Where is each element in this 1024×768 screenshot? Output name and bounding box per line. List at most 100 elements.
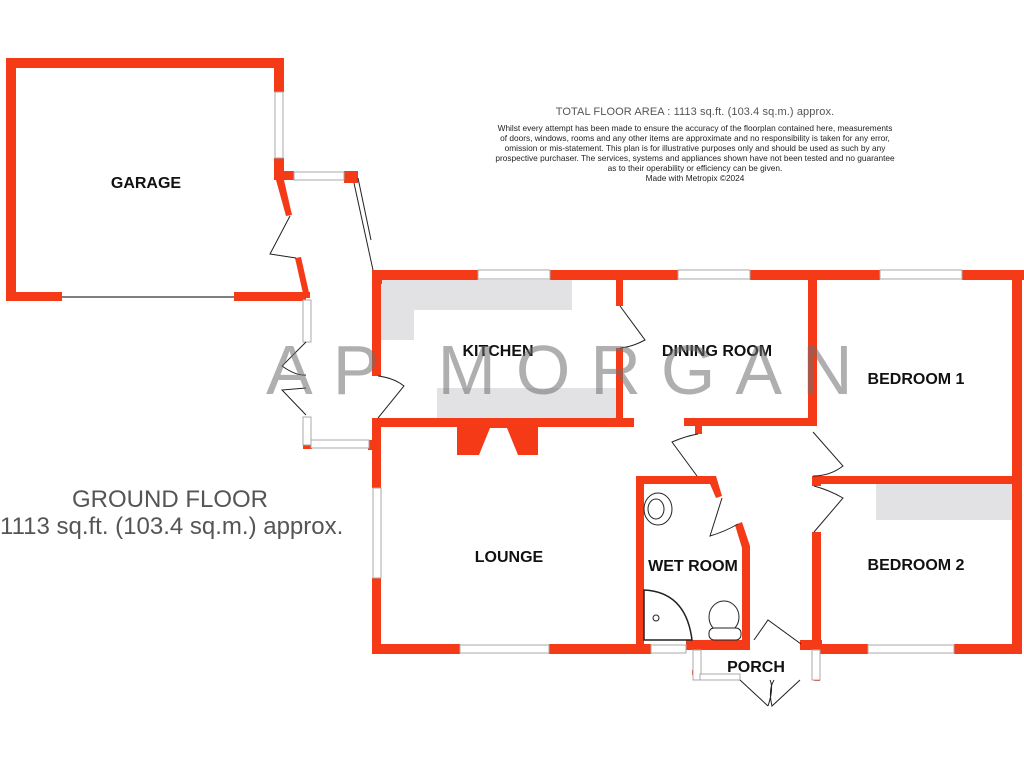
wall xyxy=(616,348,623,422)
wall xyxy=(274,171,294,180)
wall xyxy=(636,476,722,498)
wall xyxy=(962,270,1024,280)
door[interactable] xyxy=(812,431,844,477)
sanitary-fixtures xyxy=(643,492,742,641)
made-with-credit: Made with Metropix ©2024 xyxy=(645,173,745,183)
wall xyxy=(6,58,16,300)
window xyxy=(302,299,312,343)
door[interactable] xyxy=(709,497,739,537)
toilet-cistern-icon xyxy=(708,627,742,641)
floor-name: GROUND FLOOR xyxy=(71,486,268,513)
room-label-bedroom-2: BEDROOM 2 xyxy=(868,557,965,574)
wall xyxy=(372,270,381,376)
wall xyxy=(750,270,880,280)
door[interactable] xyxy=(813,485,844,533)
wall xyxy=(234,292,306,301)
room-label-wet-room: WET ROOM xyxy=(648,558,738,575)
bedroom2-wardrobe xyxy=(876,483,1012,520)
window xyxy=(477,269,551,280)
disclaimer-line: prospective purchaser. The services, sys… xyxy=(495,153,895,163)
window xyxy=(879,269,963,280)
room-labels: GARAGE KITCHEN DINING ROOM BEDROOM 1 LOU… xyxy=(111,175,965,676)
disclaimer-line: omission or mis-statement. This plan is … xyxy=(504,143,886,153)
window xyxy=(302,416,312,446)
wall xyxy=(812,644,868,654)
wall xyxy=(372,418,381,440)
wall xyxy=(686,640,750,650)
room-label-bedroom-1: BEDROOM 1 xyxy=(868,371,965,388)
wall xyxy=(549,644,651,654)
disclaimer-line: Whilst every attempt has been made to en… xyxy=(497,123,893,133)
window xyxy=(459,644,550,654)
wall xyxy=(372,644,460,654)
door[interactable] xyxy=(353,182,374,271)
disclaimer-text: Whilst every attempt has been made to en… xyxy=(470,123,920,183)
wall xyxy=(372,270,478,280)
shower-drain xyxy=(652,614,660,622)
wall xyxy=(636,476,644,654)
window xyxy=(699,673,741,681)
wall xyxy=(684,418,817,426)
wall xyxy=(295,257,310,298)
wall xyxy=(550,270,678,280)
windows xyxy=(274,91,963,681)
door[interactable] xyxy=(619,305,646,349)
window xyxy=(650,644,687,654)
wall xyxy=(372,418,634,427)
wall xyxy=(274,158,284,180)
wall xyxy=(274,58,284,92)
window xyxy=(811,649,821,681)
disclaimer-block: TOTAL FLOOR AREA : 1113 sq.ft. (103.4 sq… xyxy=(470,106,920,183)
window xyxy=(867,644,955,654)
wall xyxy=(808,278,817,418)
wall xyxy=(344,171,358,183)
room-label-porch: PORCH xyxy=(727,659,785,676)
wall xyxy=(372,270,382,284)
door[interactable] xyxy=(280,341,307,416)
door[interactable] xyxy=(357,177,372,241)
shower-tray-icon xyxy=(643,589,693,641)
wall xyxy=(368,440,376,450)
window xyxy=(274,91,284,159)
wall xyxy=(372,436,381,488)
fixtures xyxy=(380,280,1012,520)
room-label-lounge: LOUNGE xyxy=(475,549,544,566)
wall xyxy=(812,476,821,486)
wall xyxy=(735,522,750,650)
window xyxy=(677,269,751,280)
wall xyxy=(6,58,284,68)
window xyxy=(310,439,370,449)
door[interactable] xyxy=(671,433,699,477)
wall xyxy=(616,278,623,306)
window xyxy=(692,649,702,681)
door[interactable] xyxy=(269,215,297,259)
door[interactable] xyxy=(377,375,405,419)
total-floor-area: TOTAL FLOOR AREA : 1113 sq.ft. (103.4 sq… xyxy=(555,106,835,118)
wall xyxy=(303,444,312,449)
wall xyxy=(812,476,1022,484)
window xyxy=(293,171,345,181)
wall xyxy=(6,292,62,301)
floor-caption: GROUND FLOOR 1113 sq.ft. (103.4 sq.m.) a… xyxy=(0,486,343,540)
wall xyxy=(695,418,702,434)
room-label-dining-room: DINING ROOM xyxy=(662,343,772,360)
walls xyxy=(6,58,1024,681)
wall xyxy=(372,578,381,654)
window xyxy=(372,487,382,579)
chimney-breast xyxy=(457,425,538,455)
floor-area: 1113 sq.ft. (103.4 sq.m.) approx. xyxy=(0,513,344,540)
kitchen-counter-bottom xyxy=(437,388,617,418)
wall xyxy=(1012,270,1022,654)
disclaimer-line: as to their operability or efficiency ca… xyxy=(607,163,783,173)
wall xyxy=(954,644,1022,654)
wall xyxy=(800,640,822,650)
wall xyxy=(300,292,310,298)
kitchen-counter-top xyxy=(380,280,572,340)
basin-bowl xyxy=(647,498,665,520)
disclaimer-line: of doors, windows, rooms and any other i… xyxy=(500,133,890,143)
wall xyxy=(812,532,821,654)
doors xyxy=(269,177,844,707)
room-label-kitchen: KITCHEN xyxy=(462,343,533,360)
porch-double-door[interactable] xyxy=(739,619,802,707)
